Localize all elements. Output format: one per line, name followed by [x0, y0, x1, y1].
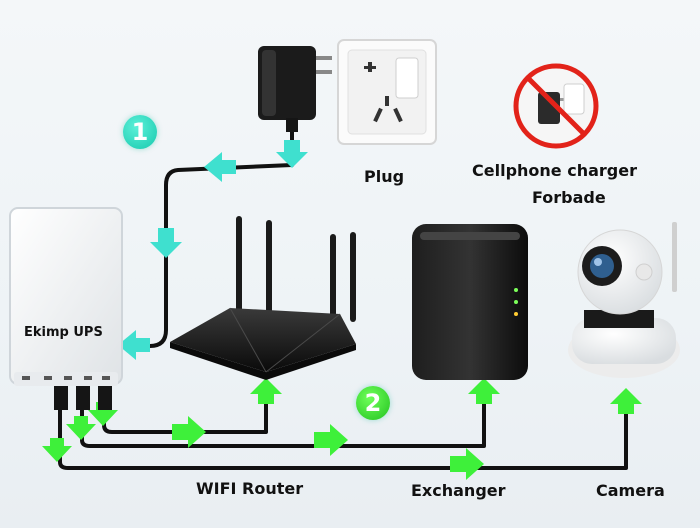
arrow-down-icon — [66, 416, 96, 440]
flow-arrows — [42, 140, 642, 480]
charger-warning-line1: Cellphone charger — [472, 161, 637, 180]
ups-label: Ekimp UPS — [24, 325, 103, 340]
arrow-up-icon — [468, 378, 500, 404]
arrow-down-icon — [42, 438, 72, 462]
arrow-down-icon — [276, 140, 308, 168]
arrow-down-icon — [150, 228, 182, 258]
cables — [58, 126, 628, 470]
plug-label: Plug — [364, 167, 405, 186]
step-two-badge: 2 — [356, 386, 390, 420]
router-cable — [102, 382, 268, 434]
adapter-cable — [122, 126, 294, 348]
forbidden-charger-icon — [513, 63, 599, 149]
exchanger-cable — [80, 382, 486, 448]
camera-device — [568, 222, 680, 378]
wifi-router-device — [170, 216, 356, 380]
arrow-right-icon — [450, 448, 484, 480]
camera-cable — [58, 390, 628, 470]
arrow-right-icon — [314, 424, 348, 456]
arrow-left-icon — [118, 330, 150, 360]
arrow-up-icon — [250, 378, 282, 404]
charger-warning-line2: Forbade — [532, 188, 606, 207]
arrow-up-icon — [610, 388, 642, 414]
power-adapter-icon — [258, 46, 332, 132]
exchanger-device — [412, 224, 528, 380]
camera-label: Camera — [596, 481, 665, 500]
exchanger-label: Exchanger — [411, 481, 506, 500]
router-label: WIFI Router — [196, 479, 304, 498]
ups-device — [9, 207, 123, 410]
arrow-left-icon — [204, 152, 236, 182]
arrow-right-icon — [172, 416, 206, 448]
step-one-badge: 1 — [123, 115, 157, 149]
wall-socket-icon — [337, 39, 437, 145]
arrow-down-icon — [88, 402, 118, 426]
